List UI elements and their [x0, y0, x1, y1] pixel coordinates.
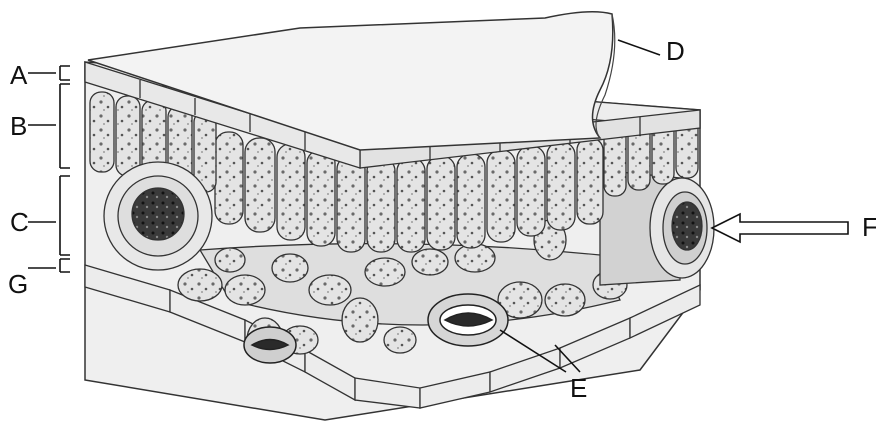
- label-f: F: [862, 214, 876, 240]
- label-d: D: [666, 38, 685, 64]
- label-a: A: [10, 62, 27, 88]
- label-g: G: [8, 271, 28, 297]
- label-b: B: [10, 113, 27, 139]
- vascular-bundle-left: [104, 162, 212, 270]
- label-e: E: [570, 375, 587, 401]
- label-c: C: [10, 209, 29, 235]
